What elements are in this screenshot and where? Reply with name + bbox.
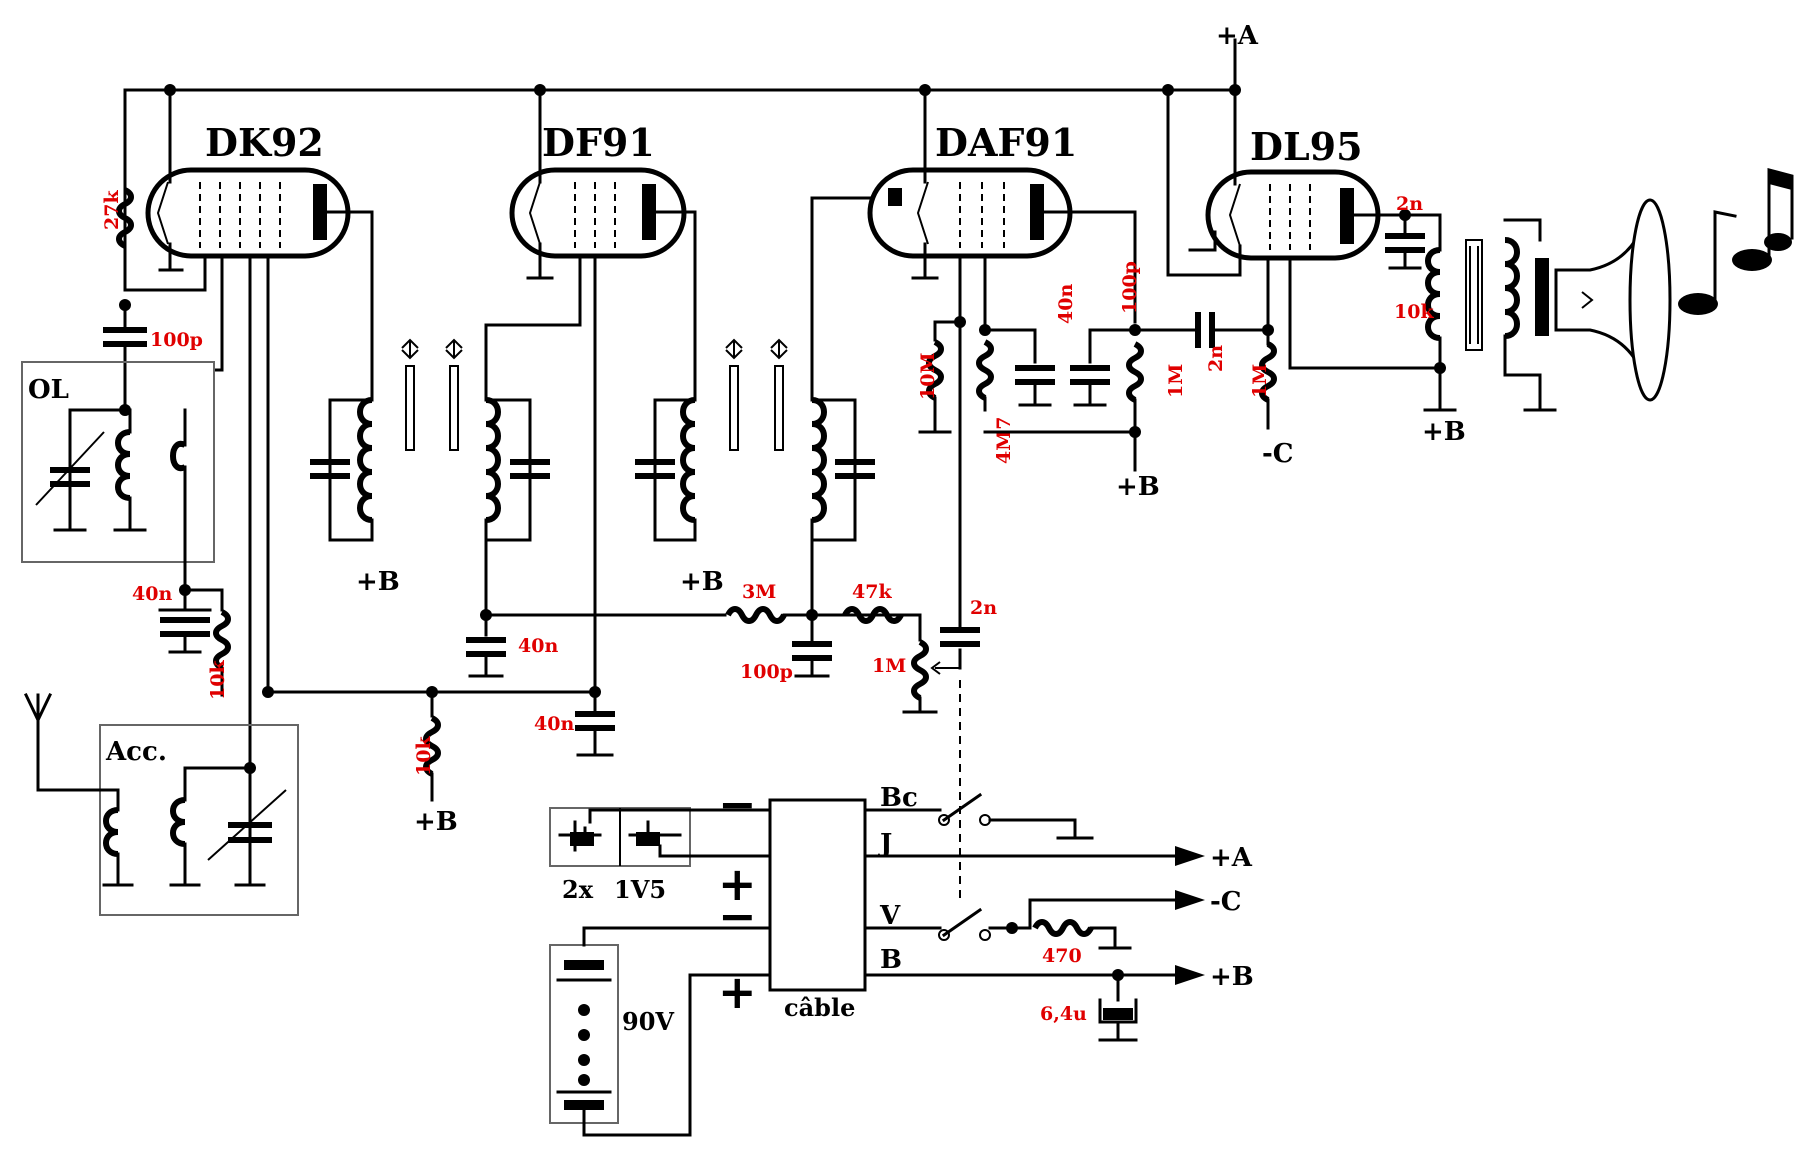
cable-label: câble — [784, 993, 855, 1022]
capacitor-40n-osc: 40n — [132, 583, 212, 654]
capacitor-2n-dl95: 2n — [1385, 193, 1425, 270]
rail-label-plus-b-5: +B — [1422, 417, 1466, 447]
value-40n-screen: 40n — [534, 713, 574, 735]
terminal-j: J — [878, 829, 892, 859]
value-pot-1m: 1M — [872, 655, 906, 677]
capacitor-40n-daf: 40n — [1015, 284, 1077, 407]
power-switch[interactable] — [938, 792, 1094, 941]
resistor-10k-osc: 10k — [207, 588, 231, 700]
loudspeaker-horn — [1554, 198, 1672, 402]
if-transformer-2: +B — [635, 196, 882, 617]
resistor-10k-screen: 10k +B — [413, 690, 458, 837]
if-transformer-1: +B — [310, 254, 582, 617]
arrow-out-a: +A — [1175, 843, 1253, 873]
value-40n-daf: 40n — [1055, 284, 1077, 324]
rail-label-plus-b-3: +B — [680, 567, 724, 597]
capacitor-100p-anode: 100p — [1070, 261, 1141, 407]
value-27k: 27k — [101, 190, 123, 230]
tube-label-dl95: DL95 — [1250, 124, 1363, 169]
tube-daf91: DAF91 — [867, 120, 1077, 259]
value-10k-osc: 10k — [207, 660, 229, 700]
value-100p-detector: 100p — [740, 661, 793, 683]
value-40n-osc: 40n — [132, 583, 172, 605]
sign-minus-1: − — [718, 777, 757, 831]
potentiometer-1m: 1M — [872, 639, 960, 714]
sign-plus-1: + — [718, 857, 757, 911]
value-2n-coupling: 2n — [970, 597, 997, 619]
bias-network: 470 — [988, 898, 1182, 967]
value-470: 470 — [1042, 945, 1082, 967]
tube-dk92: DK92 — [145, 120, 351, 259]
value-47k: 47k — [852, 581, 892, 603]
terminal-bc: Bc — [880, 783, 918, 813]
capacitor-40n-agc: 40n — [466, 613, 558, 678]
resistor-1m-load: 1M +B — [983, 341, 1187, 502]
battery-hv-voltage: 90V — [622, 1007, 674, 1036]
filter-capacitor-6u4: 6,4u — [1040, 969, 1138, 1042]
tube-dl95: DL95 — [1205, 124, 1381, 261]
sign-minus-2: − — [718, 889, 757, 943]
cable-connector: câble — [768, 798, 867, 1022]
value-100p-input: 100p — [150, 329, 203, 351]
value-2n-output: 2n — [1205, 345, 1227, 372]
tube-df91: DF91 — [509, 120, 687, 259]
resistor-3m: 3M — [725, 581, 902, 624]
hv-battery: 90V — [549, 926, 772, 1137]
terminal-v: V — [879, 901, 901, 931]
value-10k-screen: 10k — [413, 736, 435, 776]
tube-label-dk92: DK92 — [205, 120, 324, 165]
rail-label-plus-a: +A — [1216, 21, 1259, 51]
output-label-minus-c: -C — [1210, 887, 1241, 917]
resistor-47k: 47k — [842, 581, 922, 642]
tube-label-daf91: DAF91 — [935, 120, 1077, 165]
terminal-b: B — [880, 945, 902, 975]
battery-cell-count: 2x — [562, 875, 594, 904]
acc-antenna-block: Acc. — [23, 692, 299, 916]
value-2n-dl95: 2n — [1396, 193, 1423, 215]
resistor-27k: 27k — [101, 187, 134, 249]
value-40n-agc: 40n — [518, 635, 558, 657]
value-10m: 10M — [917, 353, 939, 400]
rail-label-minus-c: -C — [1262, 439, 1293, 469]
value-6u4: 6,4u — [1040, 1003, 1087, 1025]
arrow-out-b: +B — [1175, 962, 1254, 992]
value-1m-load: 1M — [1165, 364, 1187, 398]
capacitor-2n-coupling: 2n — [940, 320, 997, 670]
battery-cell-voltage: 1V5 — [614, 875, 666, 904]
output-label-plus-a: +A — [1210, 843, 1253, 873]
ol-oscillator-block: OL — [21, 361, 215, 592]
resistor-4m7: 4M7 — [976, 339, 1015, 464]
arrow-out-c: -C — [1175, 887, 1241, 917]
value-100p-anode: 100p — [1119, 261, 1141, 314]
sign-plus-2: + — [718, 965, 757, 1019]
tube-label-df91: DF91 — [542, 120, 655, 165]
filament-battery: 2x 1V5 — [549, 807, 772, 904]
value-3m: 3M — [742, 581, 776, 603]
output-transformer: +B 10k — [1394, 213, 1557, 447]
value-10k-dl95: 10k — [1394, 301, 1434, 323]
capacitor-40n-screen: 40n — [534, 690, 615, 757]
acc-label: Acc. — [105, 737, 167, 767]
rail-label-plus-b-1: +B — [414, 807, 458, 837]
ol-label: OL — [28, 375, 69, 405]
rail-label-plus-b-2: +B — [356, 567, 400, 597]
filament-rail: +A — [123, 21, 1259, 96]
capacitor-100p-detector: 100p — [740, 613, 832, 683]
output-label-plus-b: +B — [1210, 962, 1254, 992]
resistor-1m-grid: 1M -C — [1249, 254, 1293, 469]
capacitor-2n-output: 2n — [1195, 312, 1270, 372]
resistor-10m: 10M — [917, 339, 952, 434]
rail-label-plus-b-4: +B — [1116, 472, 1160, 502]
capacitor-100p-input: 100p — [103, 303, 203, 412]
value-1m-grid: 1M — [1249, 364, 1271, 398]
value-4m7: 4M7 — [993, 417, 1015, 464]
music-notes-icon — [1678, 168, 1794, 315]
